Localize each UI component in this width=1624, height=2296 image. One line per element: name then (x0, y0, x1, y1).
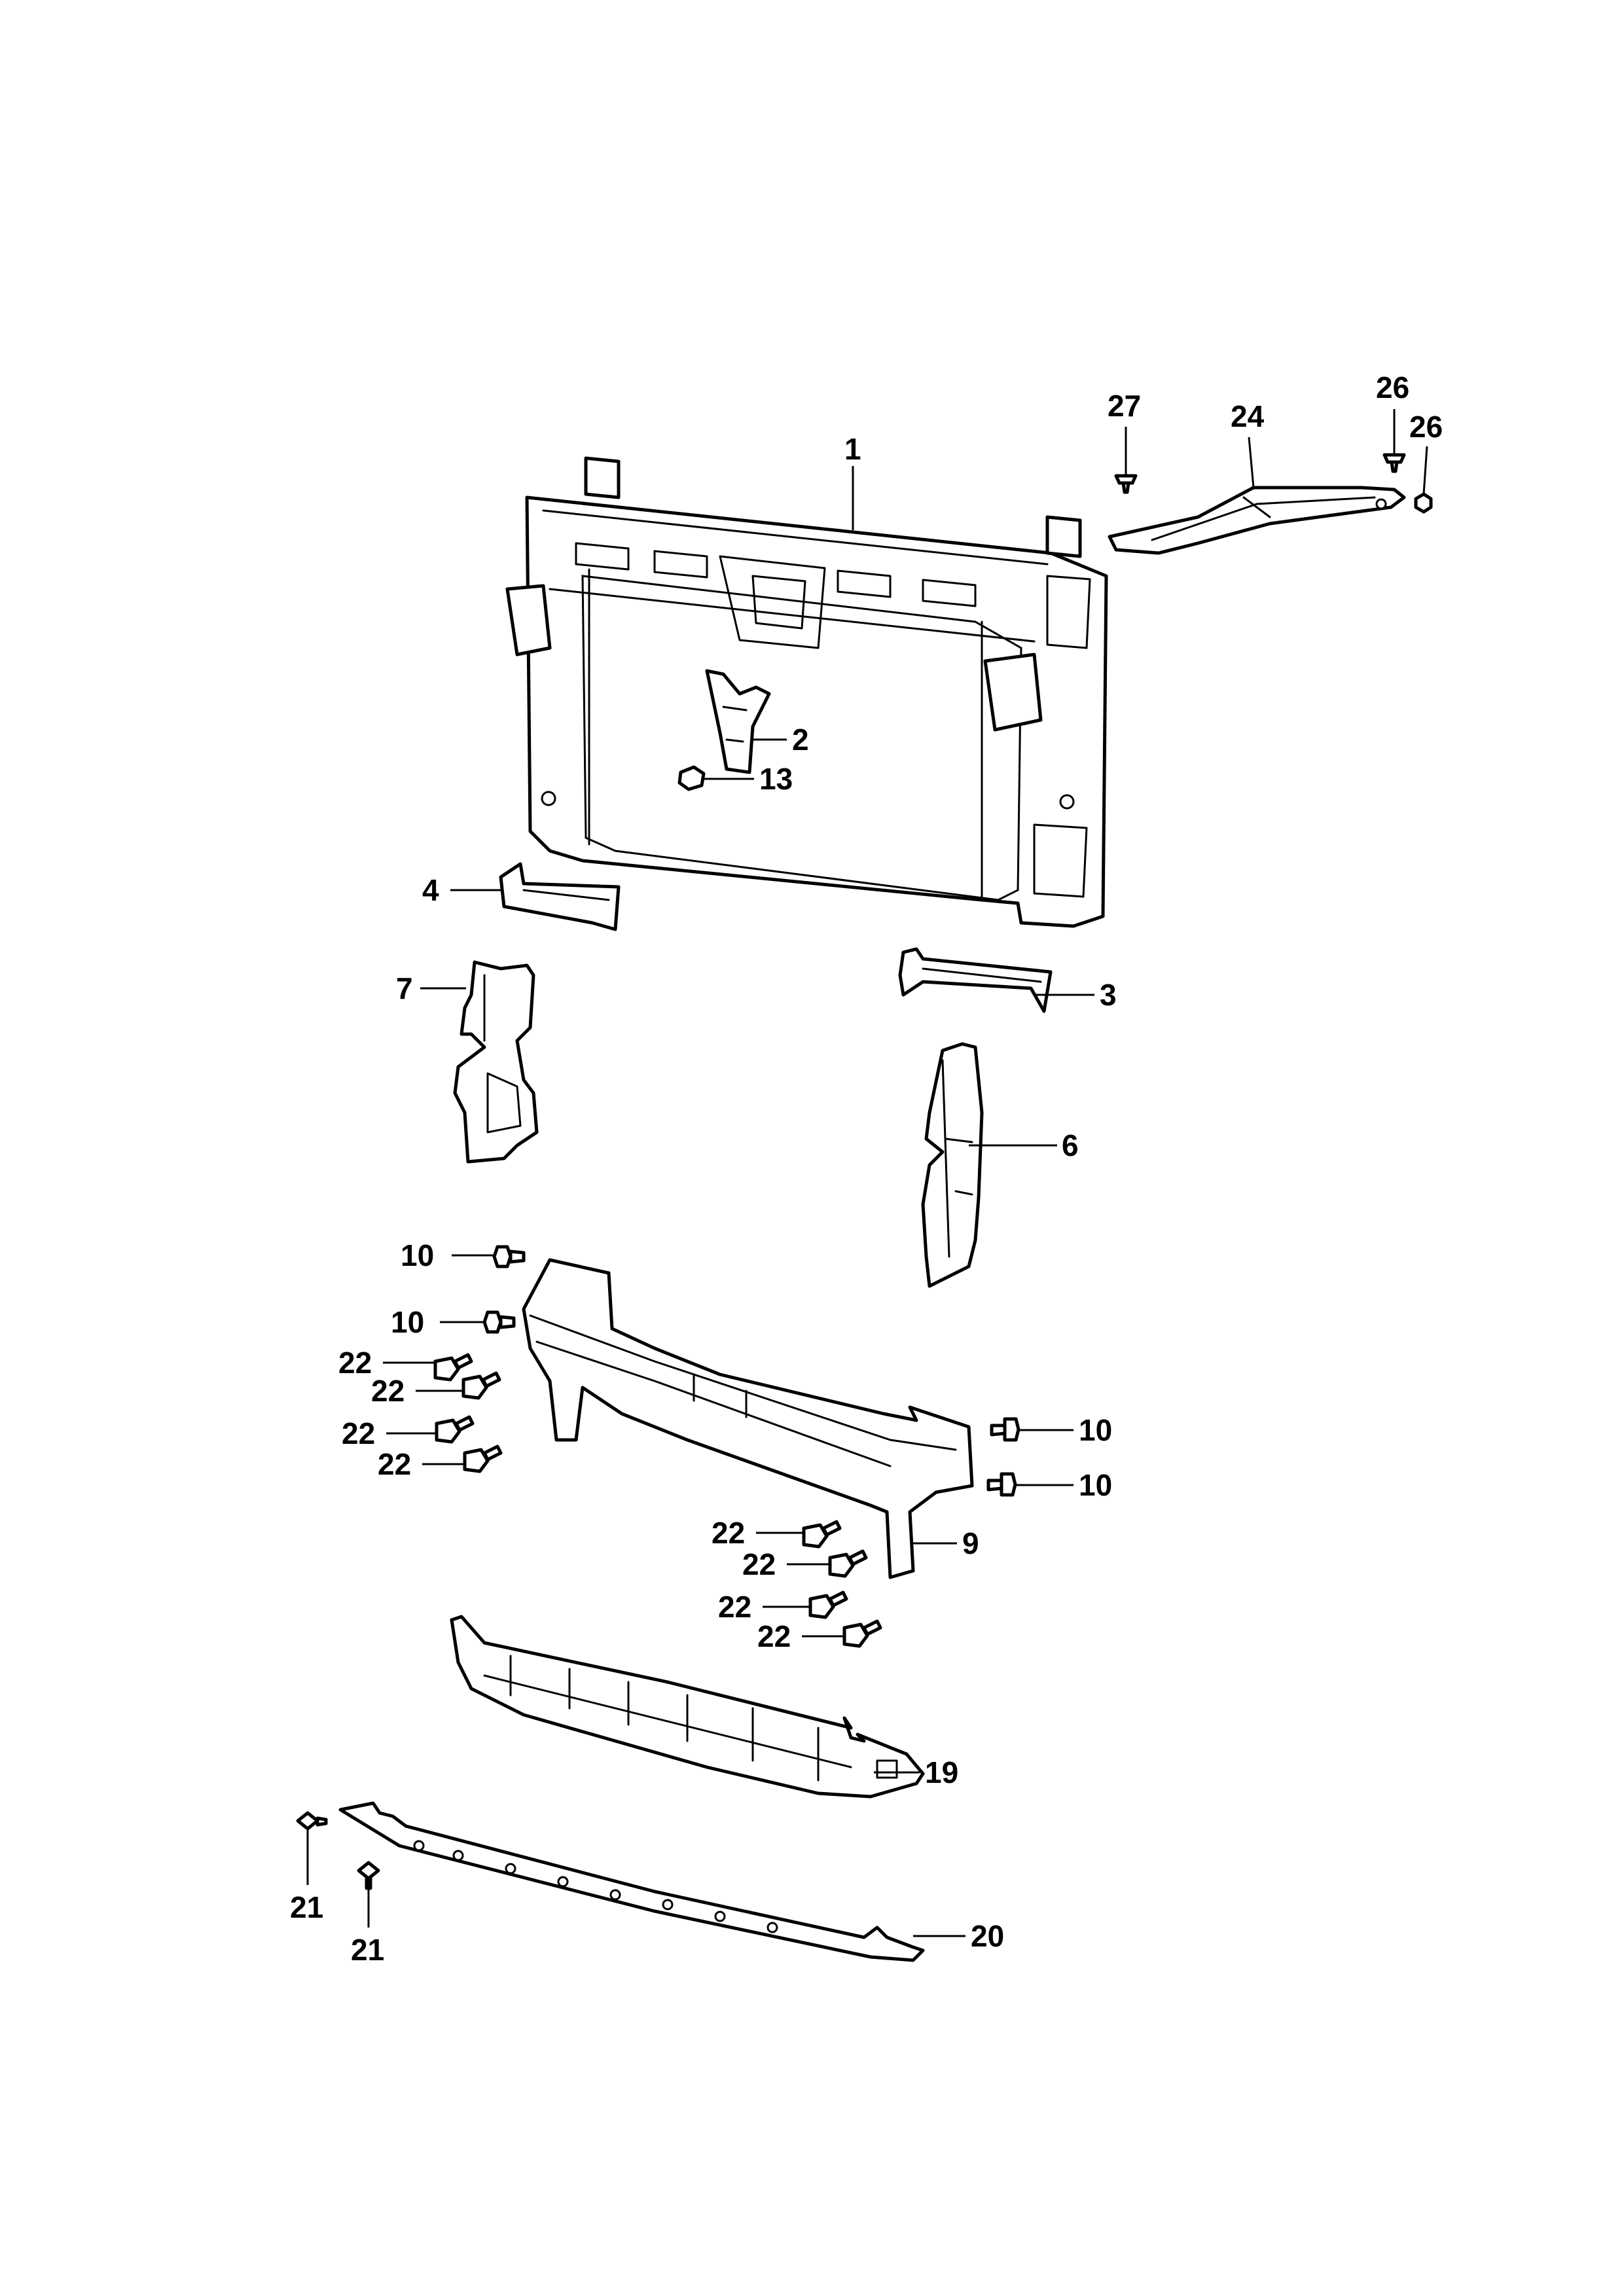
callout-22-g: 22 (718, 1590, 751, 1624)
nut-13 (677, 765, 706, 791)
callout-21-a: 21 (290, 1890, 323, 1924)
bolt-10-b (482, 1310, 516, 1334)
callout-10-b: 10 (391, 1305, 424, 1339)
bolt-10-d (986, 1472, 1017, 1497)
callout-7: 7 (396, 971, 413, 1005)
callout-27: 27 (1108, 389, 1141, 423)
bolt-22-f (828, 1549, 868, 1578)
bolt-22-b (461, 1371, 501, 1400)
clip-21-a (296, 1811, 328, 1831)
callout-10-a: 10 (401, 1238, 434, 1272)
callout-10-c: 10 (1079, 1413, 1112, 1447)
callout-10-d: 10 (1079, 1468, 1112, 1502)
bolt-10-c (990, 1417, 1020, 1442)
callout-3: 3 (1100, 978, 1117, 1012)
bumper-beam (522, 1258, 974, 1579)
callout-22-a: 22 (338, 1346, 372, 1380)
callout-19: 19 (925, 1755, 958, 1789)
bolt-22-e (802, 1520, 842, 1549)
screw-27 (1114, 474, 1138, 494)
leader-lines (306, 409, 1428, 1937)
callout-6: 6 (1062, 1128, 1079, 1162)
air-deflector-upper (499, 862, 621, 931)
callout-26-a: 26 (1376, 370, 1409, 404)
callout-9: 9 (962, 1526, 979, 1560)
callout-22-e: 22 (712, 1516, 745, 1550)
center-bracket (705, 669, 771, 774)
lower-strip (338, 1801, 925, 1962)
energy-absorber (450, 1615, 925, 1799)
callout-4: 4 (422, 873, 439, 907)
air-deflector-right-upper (898, 947, 1053, 1013)
callout-22-f: 22 (742, 1547, 776, 1581)
nut-26 (1414, 492, 1433, 514)
upper-support-bar (1108, 486, 1406, 555)
callout-labels: 1 2 13 3 4 6 7 9 10 10 10 10 22 22 22 22… (290, 370, 1443, 1967)
screw-26-upper (1382, 453, 1406, 473)
callout-22-c: 22 (342, 1416, 375, 1450)
callout-20: 20 (971, 1919, 1004, 1953)
callout-1: 1 (844, 432, 861, 466)
bolt-22-c (435, 1415, 475, 1444)
callout-21-b: 21 (351, 1933, 384, 1967)
callout-24: 24 (1231, 399, 1265, 433)
front-end-carrier (505, 456, 1108, 928)
bolt-22-g (808, 1590, 848, 1619)
bolt-10-a (492, 1245, 526, 1268)
callout-26-b: 26 (1409, 410, 1443, 444)
bolt-22-a (433, 1353, 473, 1382)
callout-22-h: 22 (757, 1619, 791, 1653)
callout-13: 13 (759, 762, 793, 796)
bolt-22-d (463, 1444, 503, 1473)
callout-2: 2 (792, 723, 809, 757)
callout-22-d: 22 (378, 1447, 411, 1481)
bolt-22-h (842, 1619, 882, 1648)
air-guide-left (453, 960, 539, 1164)
callout-22-b: 22 (371, 1374, 405, 1408)
air-guide-right (921, 1042, 984, 1288)
